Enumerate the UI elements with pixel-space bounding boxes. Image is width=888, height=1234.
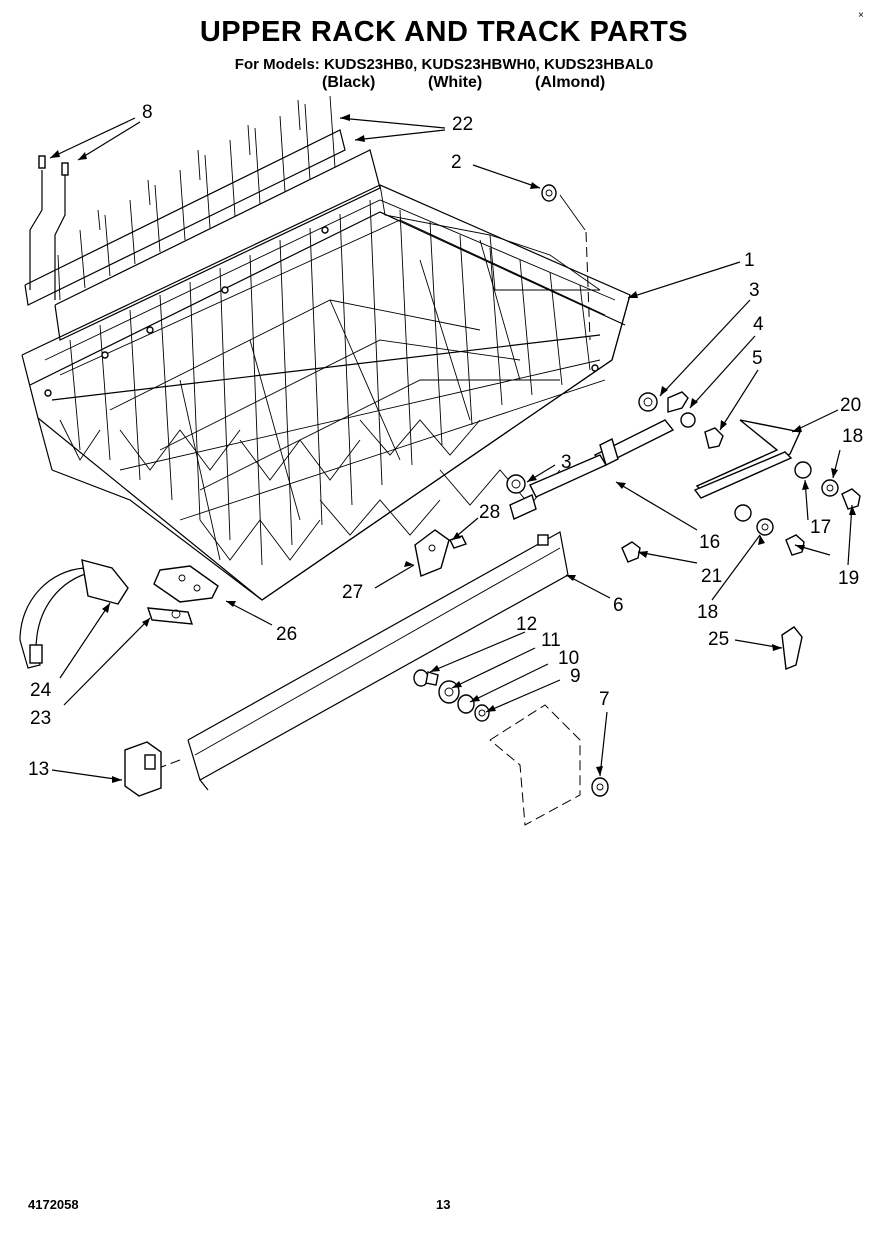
page-title: UPPER RACK AND TRACK PARTS (199, 16, 689, 48)
page-number: 13 (436, 1197, 451, 1212)
leader-arrowheads (50, 114, 856, 783)
callout-6: 6 (613, 595, 624, 616)
callout-7: 7 (599, 689, 610, 710)
callout-13: 13 (28, 759, 49, 780)
corner-mark: × (858, 10, 864, 21)
callout-24: 24 (30, 680, 52, 701)
callout-3-lower: 3 (561, 452, 572, 473)
end-cap-part-26 (153, 565, 219, 603)
callout-3-upper: 3 (749, 280, 760, 301)
callout-19: 19 (838, 568, 859, 589)
callout-17: 17 (810, 517, 831, 538)
callout-16: 16 (699, 532, 720, 553)
callout-10: 10 (558, 648, 579, 669)
track-roller-parts (413, 669, 609, 826)
variant-black: (Black) (322, 74, 376, 91)
callout-9: 9 (570, 666, 581, 687)
callout-2: 2 (451, 152, 462, 173)
variant-white: (White) (428, 74, 483, 91)
callout-23: 23 (30, 708, 51, 729)
callout-22: 22 (452, 114, 473, 135)
leader-lines (49, 117, 853, 781)
variant-almond: (Almond) (535, 74, 606, 91)
callout-27: 27 (342, 582, 363, 603)
track-hardware-parts (506, 391, 861, 670)
model-list: For Models: KUDS23HB0, KUDS23HBWH0, KUDS… (234, 56, 654, 73)
callout-12: 12 (516, 614, 537, 635)
callout-8: 8 (142, 102, 153, 123)
callout-1: 1 (744, 250, 755, 271)
track-rail-part (139, 531, 569, 791)
roller-part-2 (541, 184, 591, 341)
callout-28: 28 (479, 502, 500, 523)
callout-20: 20 (840, 395, 861, 416)
tine-row-part (24, 95, 381, 341)
document-code: 4172058 (28, 1197, 79, 1212)
callout-11: 11 (541, 630, 561, 651)
upper-rack-part (21, 184, 631, 601)
end-cap-part-13 (124, 741, 162, 797)
callout-21: 21 (701, 566, 722, 587)
callout-labels: 8 22 2 1 3 4 5 20 18 3 17 16 19 18 21 28… (28, 102, 863, 780)
callout-18-lower: 18 (697, 602, 718, 623)
callout-25: 25 (708, 629, 729, 650)
callout-5: 5 (752, 348, 763, 369)
callout-26: 26 (276, 624, 297, 645)
clip-parts-23-24 (19, 559, 194, 669)
callout-18-upper: 18 (842, 426, 863, 447)
callout-4: 4 (753, 314, 764, 335)
